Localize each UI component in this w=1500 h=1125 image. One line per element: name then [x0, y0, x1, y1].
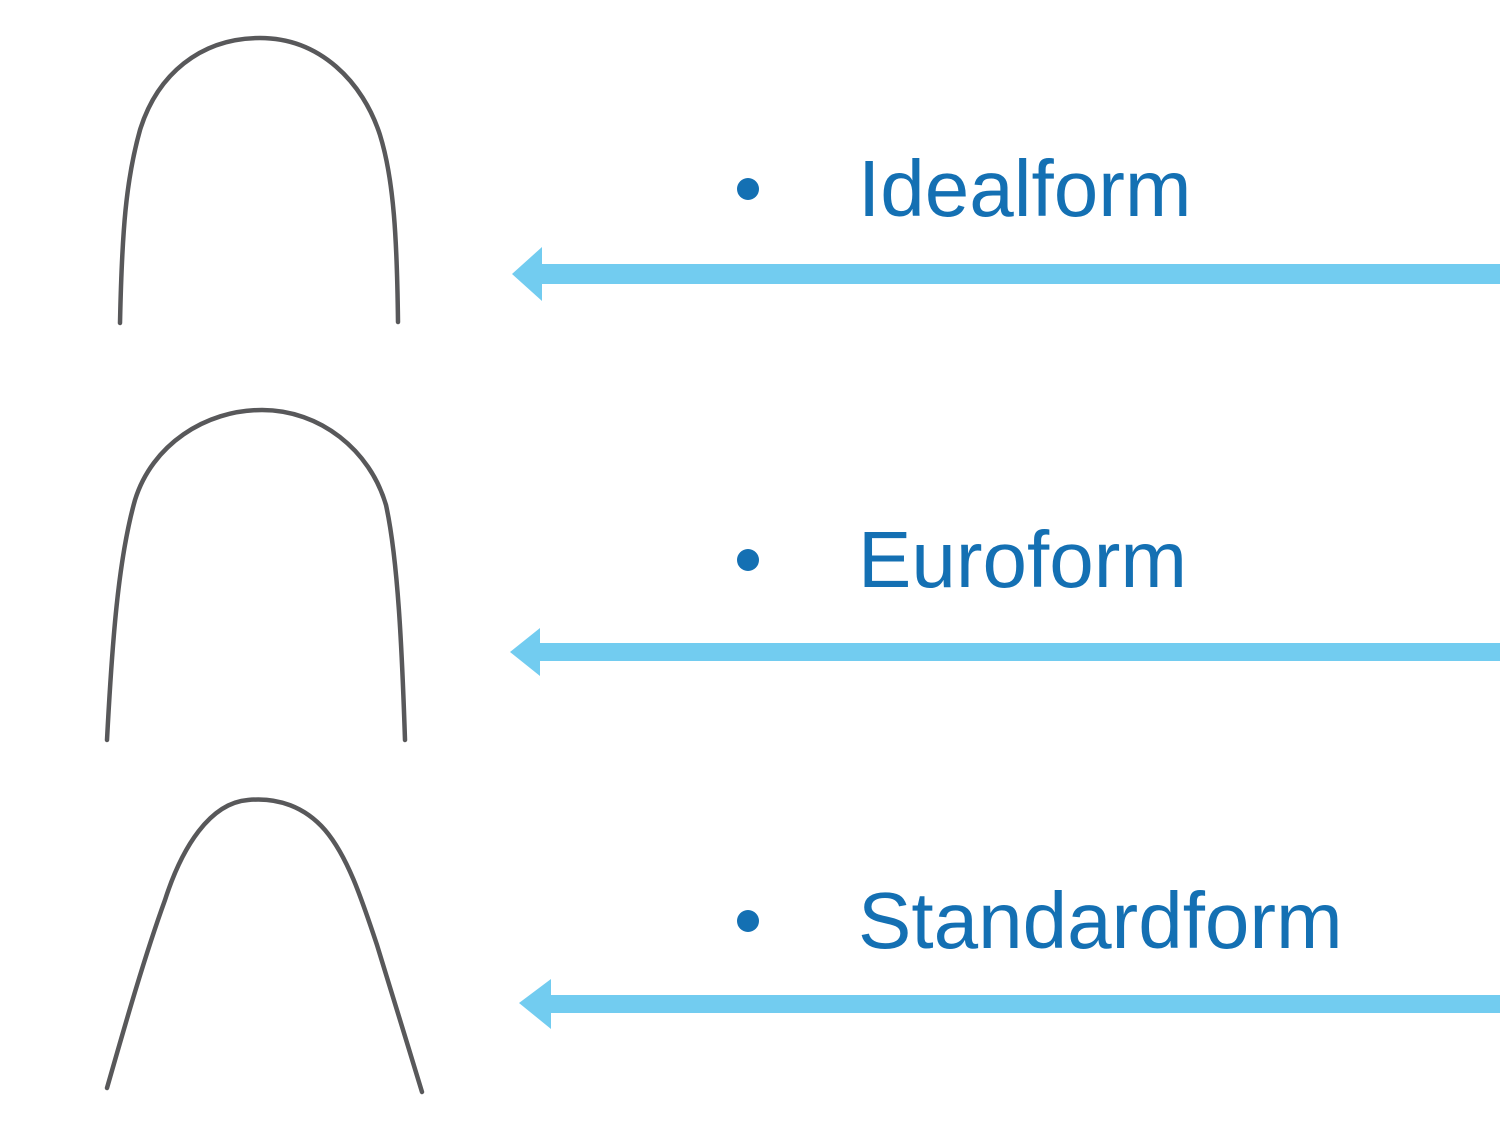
list-item-euroform: Euroform — [0, 519, 1500, 601]
bullet-icon — [737, 549, 759, 571]
archwire-euroform-icon — [104, 407, 408, 743]
item-label-euroform: Euroform — [858, 515, 1187, 604]
list-item-standardform: Standardform — [0, 880, 1500, 962]
item-label-idealform: Idealform — [858, 144, 1192, 233]
left-arrow-icon — [512, 247, 1500, 301]
list-item-idealform: Idealform — [0, 148, 1500, 230]
left-arrow-icon — [519, 979, 1500, 1029]
item-label-standardform: Standardform — [858, 876, 1343, 965]
archwire-standardform-icon — [104, 797, 425, 1095]
left-arrow-icon — [510, 628, 1500, 676]
archwire-idealform-icon — [117, 35, 401, 326]
bullet-icon — [737, 178, 759, 200]
bullet-icon — [737, 910, 759, 932]
